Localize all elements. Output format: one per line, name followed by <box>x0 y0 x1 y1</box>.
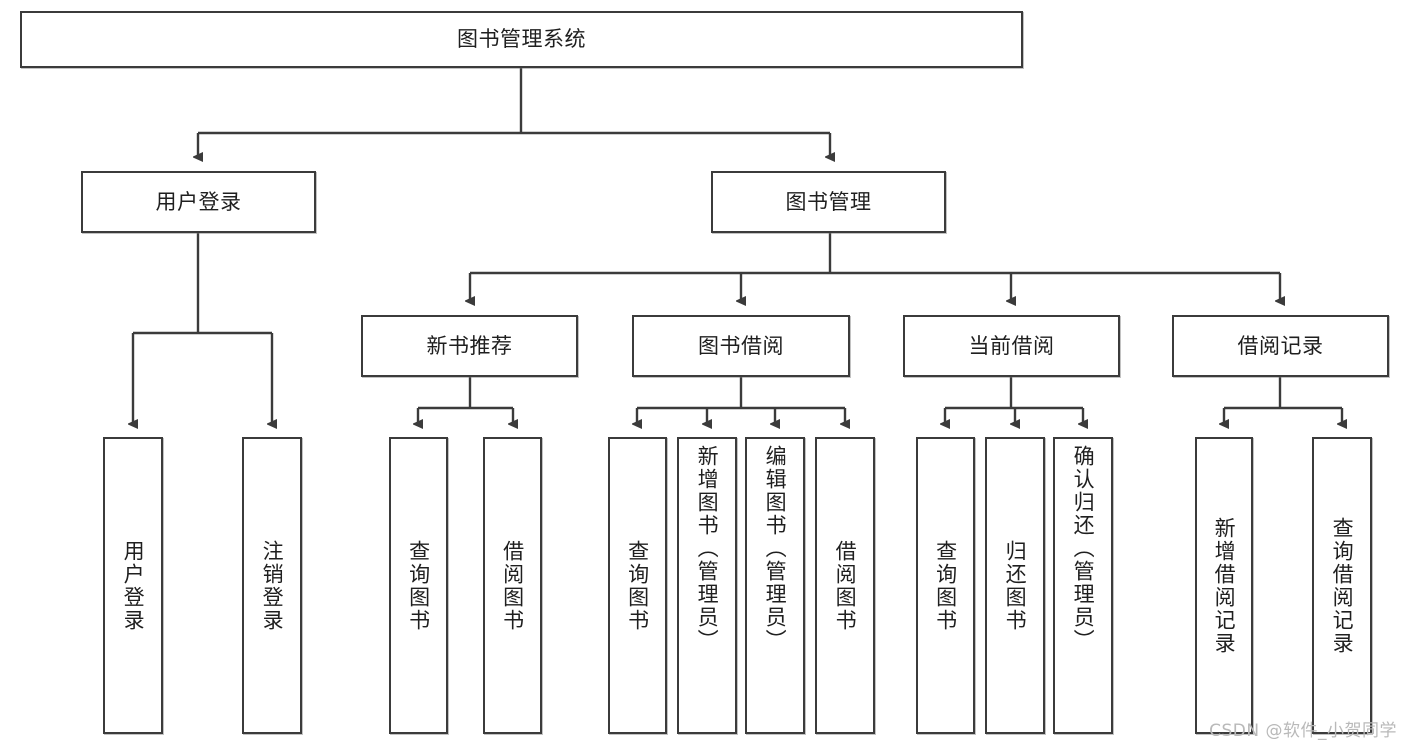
node-book-borrow[interactable]: 图书借阅 <box>632 315 850 377</box>
node-leaf-user-login[interactable]: 用户登录 <box>103 437 163 734</box>
node-book-management[interactable]: 图书管理 <box>711 171 946 233</box>
node-user-login-label: 用户登录 <box>155 189 242 214</box>
node-leaf-confirm-return-label: 确认归还（管理员） <box>1071 445 1096 652</box>
node-user-login[interactable]: 用户登录 <box>81 171 316 233</box>
node-current-borrow-label: 当前借阅 <box>968 333 1055 358</box>
node-leaf-logout[interactable]: 注销登录 <box>242 437 302 734</box>
node-leaf-confirm-return[interactable]: 确认归还（管理员） <box>1053 437 1113 734</box>
node-leaf-edit-book[interactable]: 编辑图书（管理员） <box>745 437 805 734</box>
node-root[interactable]: 图书管理系统 <box>20 11 1023 68</box>
node-leaf-borrow-book-1[interactable]: 借阅图书 <box>483 437 542 734</box>
node-leaf-logout-label: 注销登录 <box>260 539 285 632</box>
node-leaf-query-book-2-label: 查询图书 <box>625 539 650 632</box>
node-leaf-query-book-1-label: 查询图书 <box>406 539 431 632</box>
node-leaf-query-book-3[interactable]: 查询图书 <box>916 437 975 734</box>
node-leaf-borrow-book-2-label: 借阅图书 <box>833 539 858 632</box>
node-leaf-add-record[interactable]: 新增借阅记录 <box>1195 437 1253 734</box>
node-leaf-query-book-2[interactable]: 查询图书 <box>608 437 667 734</box>
node-leaf-query-record[interactable]: 查询借阅记录 <box>1312 437 1372 734</box>
node-current-borrow[interactable]: 当前借阅 <box>903 315 1120 377</box>
node-book-management-label: 图书管理 <box>785 189 872 214</box>
node-new-book-recommend[interactable]: 新书推荐 <box>361 315 578 377</box>
node-root-label: 图书管理系统 <box>457 27 586 52</box>
watermark: CSDN @软件_小贺同学 <box>1209 721 1397 741</box>
node-leaf-query-record-label: 查询借阅记录 <box>1330 516 1355 655</box>
node-leaf-query-book-3-label: 查询图书 <box>933 539 958 632</box>
node-leaf-borrow-book-2[interactable]: 借阅图书 <box>815 437 875 734</box>
node-leaf-add-record-label: 新增借阅记录 <box>1212 516 1237 655</box>
node-book-borrow-label: 图书借阅 <box>698 333 784 358</box>
node-leaf-edit-book-label: 编辑图书（管理员） <box>763 445 788 652</box>
node-borrow-record[interactable]: 借阅记录 <box>1172 315 1389 377</box>
node-leaf-add-book[interactable]: 新增图书（管理员） <box>677 437 737 734</box>
node-leaf-user-login-label: 用户登录 <box>121 539 146 632</box>
node-leaf-add-book-label: 新增图书（管理员） <box>695 445 720 652</box>
node-leaf-query-book-1[interactable]: 查询图书 <box>389 437 448 734</box>
node-borrow-record-label: 借阅记录 <box>1237 333 1324 358</box>
node-new-book-recommend-label: 新书推荐 <box>426 333 513 358</box>
node-leaf-return-book-label: 归还图书 <box>1003 539 1028 632</box>
node-leaf-return-book[interactable]: 归还图书 <box>985 437 1045 734</box>
node-leaf-borrow-book-1-label: 借阅图书 <box>500 539 525 632</box>
